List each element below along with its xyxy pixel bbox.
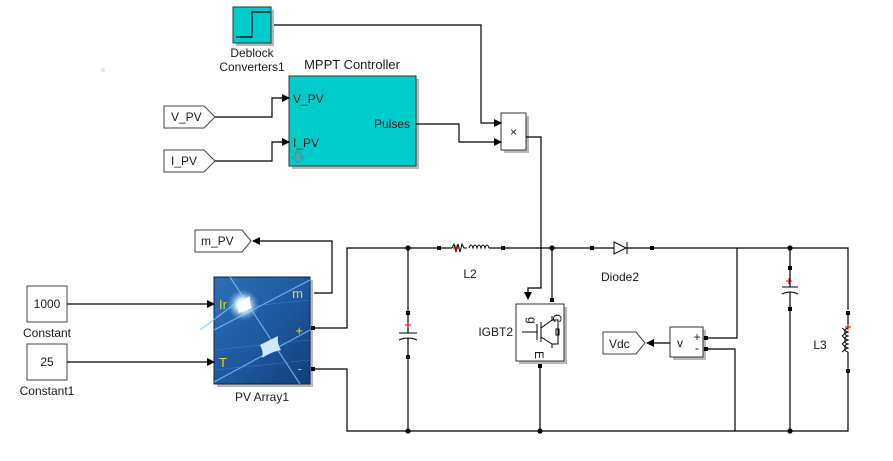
coil-icon <box>468 244 490 250</box>
mppt-input-vpv: V_PV <box>293 92 324 106</box>
wire-vpv <box>215 94 290 118</box>
pv-plus-port[interactable] <box>311 326 315 330</box>
inductor-l3[interactable] <box>841 311 851 373</box>
mppt-title: MPPT Controller <box>304 57 401 72</box>
product-block[interactable] <box>500 112 529 153</box>
pv-output-minus: - <box>298 361 302 376</box>
wire-ground-bus <box>315 368 849 432</box>
wire-pv-plus <box>315 247 437 329</box>
step-icon <box>236 11 270 38</box>
deblock-converters-block[interactable] <box>232 6 274 46</box>
input-capacitor[interactable] <box>398 248 418 431</box>
mpv-tag-text: m_PV <box>201 234 234 248</box>
mppt-output-pulses: Pulses <box>374 117 410 131</box>
constant1-label: Constant1 <box>20 384 75 398</box>
constant1-value: 25 <box>40 355 54 369</box>
plus-marker-icon <box>845 324 851 330</box>
wire-pulses <box>416 123 502 146</box>
vdc-tag[interactable] <box>602 331 646 355</box>
igbt-e-label: E <box>532 351 546 359</box>
igbt-c-label: C <box>550 314 564 323</box>
igbt-label: IGBT2 <box>478 325 513 339</box>
diode[interactable] <box>590 241 654 255</box>
plus-marker-icon <box>405 322 411 328</box>
ipv-tag-text: I_PV <box>171 154 197 168</box>
vmeas-symbol: v <box>677 336 683 350</box>
pv-output-m: m <box>292 286 303 301</box>
pv-output-plus: + <box>295 323 303 338</box>
mpv-tag[interactable] <box>194 229 252 253</box>
deblock-label-1: Deblock <box>230 46 274 60</box>
transistor-icon <box>522 316 560 348</box>
constant-label: Constant <box>23 326 72 340</box>
wire-gate <box>524 136 542 300</box>
vdc-tag-text: Vdc <box>609 337 630 351</box>
wire-vmeas-plus <box>708 248 738 339</box>
l2-label: L2 <box>463 267 477 281</box>
igbt-g-label: g <box>525 317 539 324</box>
constant1-block[interactable] <box>26 343 68 381</box>
diode-label: Diode2 <box>601 270 639 284</box>
down-arrow-icon <box>291 151 305 164</box>
vpv-tag-text: V_PV <box>171 110 202 124</box>
plus-marker-icon <box>786 278 792 284</box>
constant-block[interactable] <box>26 285 68 323</box>
mppt-controller-block[interactable] <box>288 75 419 169</box>
vmeas-plus: + <box>693 330 700 344</box>
mppt-input-ipv: I_PV <box>293 136 319 150</box>
deblock-label-2: Converters1 <box>219 60 285 74</box>
coil-icon <box>844 327 850 353</box>
constant-value: 1000 <box>34 297 61 311</box>
output-capacitor[interactable] <box>781 248 799 431</box>
vmeas-minus: - <box>695 341 699 355</box>
wire-diode-out <box>654 247 849 310</box>
wire-vmeas-minus <box>708 348 736 431</box>
igbt-block[interactable] <box>515 303 567 364</box>
l3-label: L3 <box>813 338 827 352</box>
wire-deblock <box>274 24 502 127</box>
wire-ipv <box>215 138 290 162</box>
stray-dot <box>101 68 105 72</box>
product-symbol: × <box>510 125 517 139</box>
pv-input-t: T <box>219 355 227 370</box>
voltage-measurement-block[interactable] <box>669 326 706 360</box>
vpv-tag[interactable] <box>163 105 216 129</box>
pv-array-label: PV Array1 <box>235 390 289 404</box>
pv-input-ir: Ir <box>219 297 228 312</box>
pv-array-block[interactable] <box>199 276 313 387</box>
ipv-tag[interactable] <box>163 149 216 173</box>
wire-m <box>252 237 333 294</box>
plus-marker-icon <box>453 245 459 251</box>
inductor-l2[interactable] <box>437 242 505 253</box>
pv-minus-port[interactable] <box>311 367 315 371</box>
